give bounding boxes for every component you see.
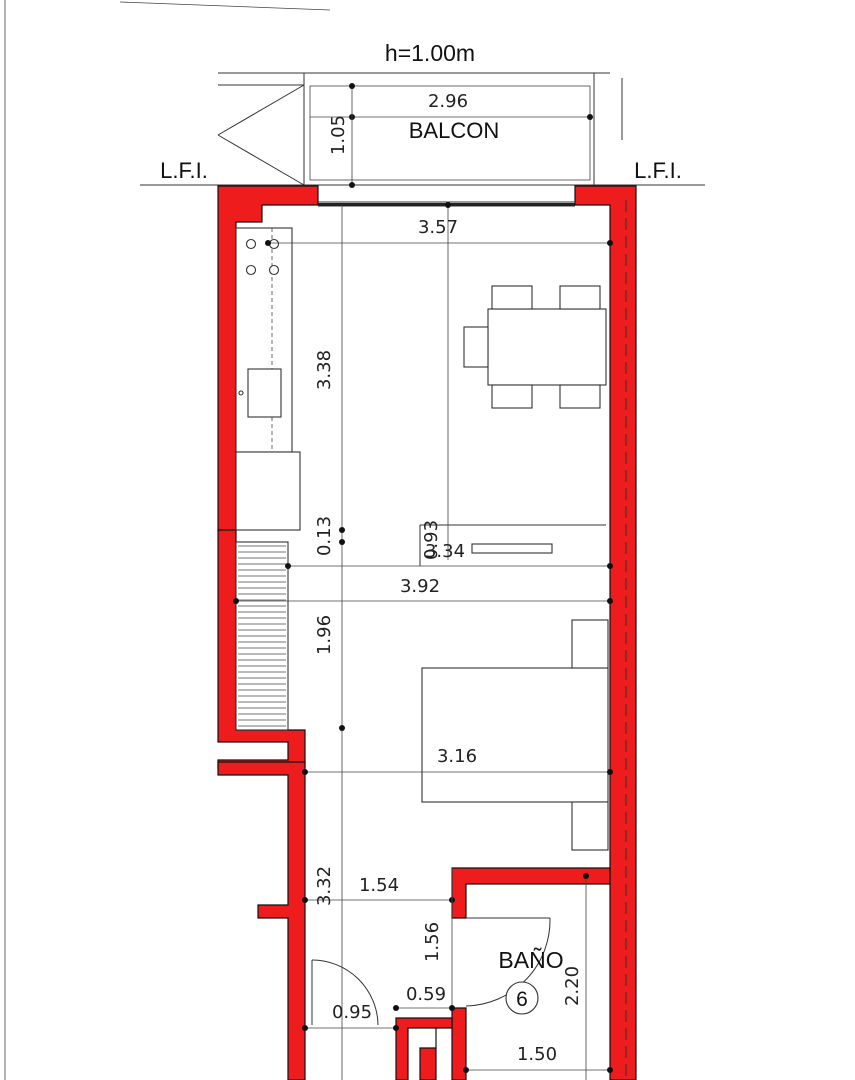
hall-length-dim: 3.32 [314,866,335,906]
door-entry [311,959,379,1026]
burner-icon [245,238,257,250]
burner-icon [268,264,280,276]
balcony-width-dim: 2.96 [428,91,468,112]
bath-width-dim: 1.50 [517,1044,557,1065]
dining-table [463,285,607,409]
bed [421,619,609,851]
fridge-icon [235,451,301,531]
lfi-left-label: L.F.I. [160,158,208,183]
entry-door-dim: 0.95 [332,1002,372,1023]
chair-icon [463,326,489,368]
kitchen-counter [235,227,301,531]
burner-icon [245,264,257,276]
nightstand-icon [571,619,609,669]
bathroom-label: BAÑO [498,947,563,973]
mid-width-dim: 3.92 [400,576,440,597]
balcony-label: BALCON [409,118,499,143]
chair-icon [491,384,533,409]
bath-length-dim: 2.20 [562,966,583,1006]
balcony-depth-dim: 1.05 [328,115,349,155]
railing-height-label: h=1.00m [385,40,475,66]
dimension-lines [233,202,613,1080]
bath-door-dim: 1.56 [422,922,443,962]
page-edge-line [119,1,331,11]
hall-width-dim: 1.54 [359,875,399,896]
staircase [235,541,289,731]
partition [419,524,606,566]
bathroom-number: 6 [516,988,528,1011]
balcony [217,72,623,188]
nightstand-icon [571,801,609,851]
sink-icon [247,368,282,418]
lfi-right-label: L.F.I. [634,158,682,183]
living-width-dim: 3.57 [418,217,458,238]
chair-icon [491,285,533,310]
overlap-b-dim: 3.34 [425,541,465,562]
mid-length-dim: 1.96 [314,615,335,655]
wall-offset-dim: 0.13 [314,516,335,556]
room-number-circle [505,981,539,1015]
overlap-a-dim: 0.93 [421,520,442,560]
closet-dim: 0.59 [406,984,446,1005]
door-bathroom [465,917,551,1007]
chair-icon [559,285,601,310]
bedroom-width-dim: 3.16 [437,746,477,767]
living-length-dim: 3.38 [314,350,335,390]
chair-icon [559,384,601,409]
burner-icon [268,238,280,250]
